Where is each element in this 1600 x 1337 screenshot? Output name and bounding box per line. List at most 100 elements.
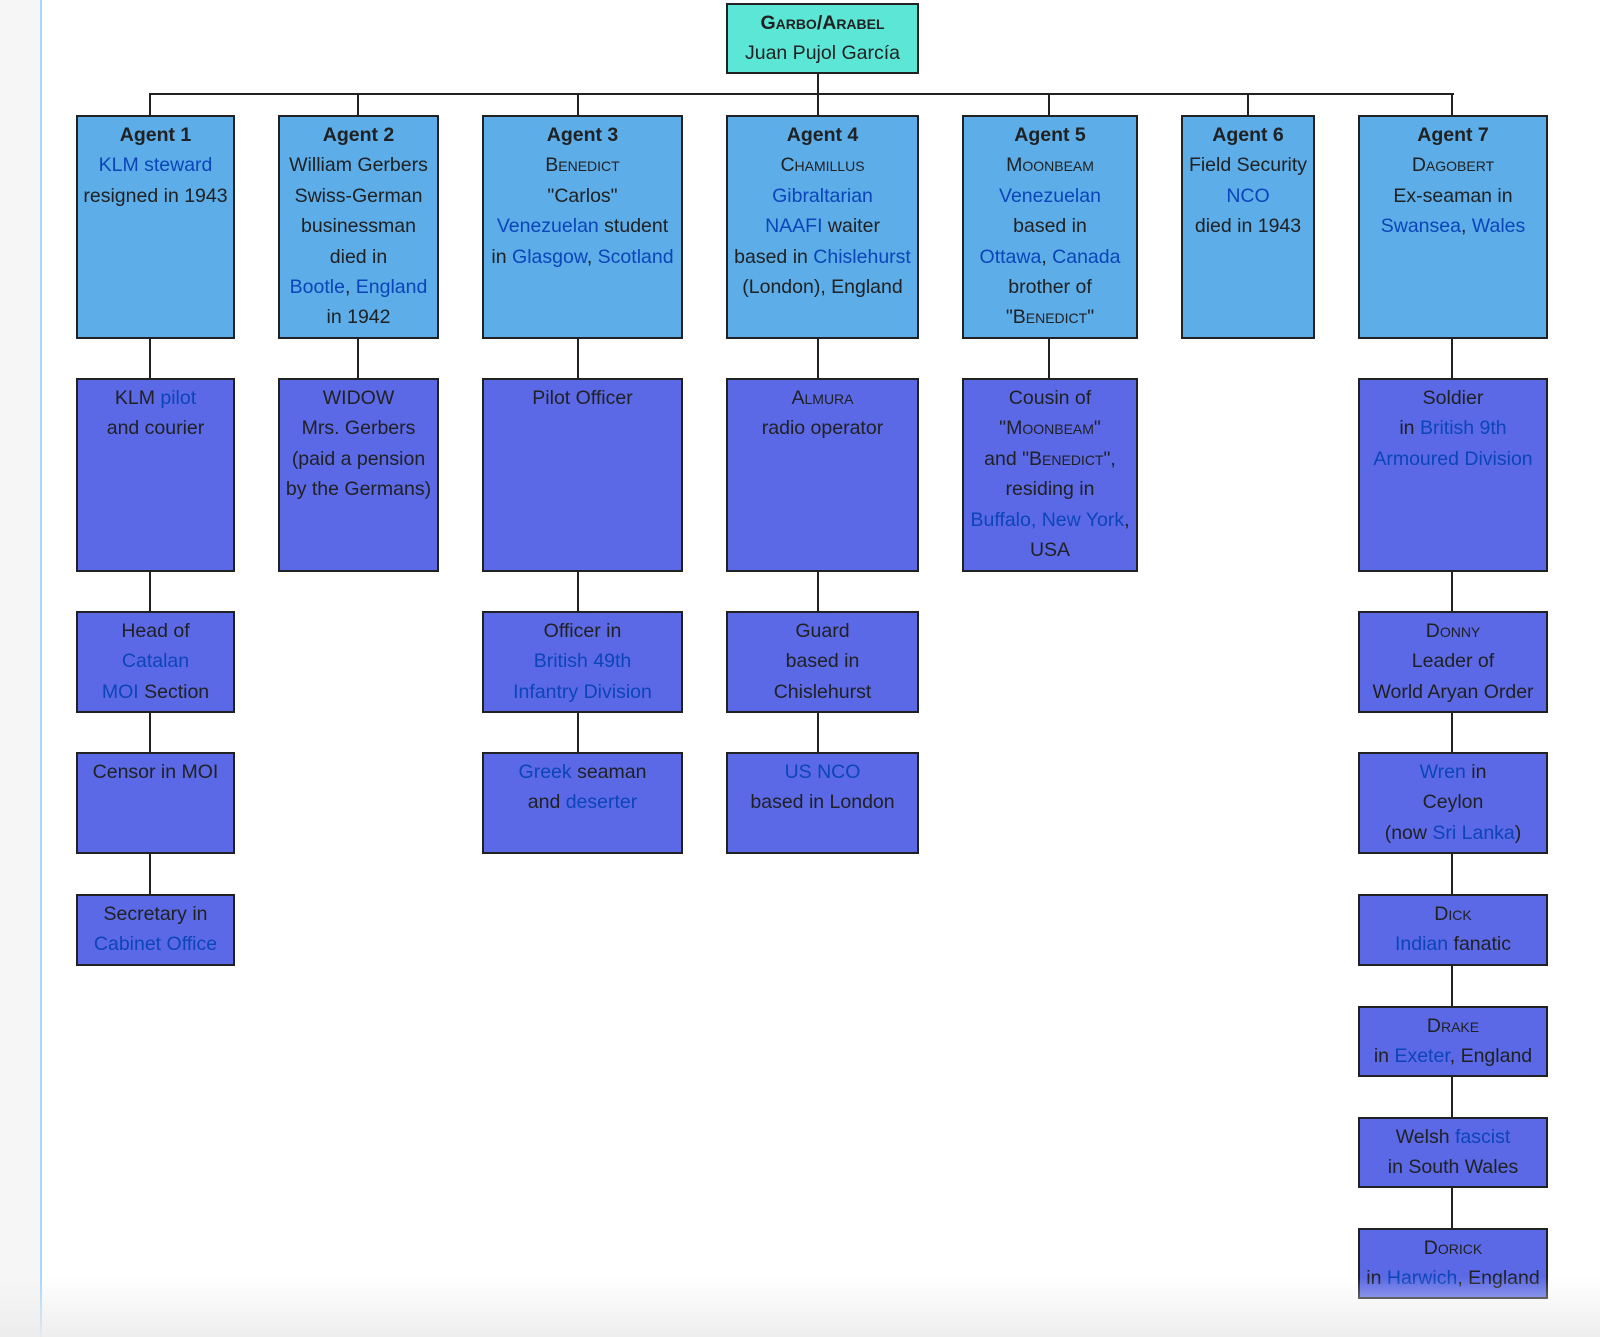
node-line: Drake	[1360, 1011, 1546, 1041]
wiki-link[interactable]: Cabinet Office	[93, 933, 218, 956]
wiki-link[interactable]: Venezuelan	[999, 184, 1101, 207]
node-text: Dick	[1434, 903, 1472, 925]
wiki-link[interactable]: Swansea	[1380, 215, 1461, 238]
wiki-link[interactable]: Catalan	[121, 650, 190, 673]
node-title: Agent 7	[1417, 124, 1489, 146]
node-line: MOI Section	[78, 677, 233, 707]
node-text: brother of	[1008, 276, 1092, 299]
node-text: Field Security	[1188, 154, 1308, 177]
wiki-link[interactable]: deserter	[565, 791, 638, 814]
node-line: Agent 5	[964, 120, 1136, 150]
wiki-link[interactable]: Armoured Division	[1373, 447, 1533, 470]
node-line: based in	[728, 646, 917, 676]
node-text: ,	[586, 245, 598, 268]
wiki-link[interactable]: British 9th	[1419, 417, 1507, 440]
node-line: Dick	[1360, 899, 1546, 929]
node-line: Catalan	[78, 646, 233, 676]
wiki-link[interactable]: Wren	[1419, 761, 1466, 783]
wiki-link[interactable]: Chislehurst	[813, 245, 911, 268]
node-line: Dorick	[1360, 1233, 1546, 1263]
node-text: (paid a pension	[291, 447, 426, 470]
wiki-link[interactable]: Indian	[1394, 933, 1449, 956]
node-title: Agent 1	[119, 124, 192, 146]
node-text: ,	[1460, 215, 1472, 238]
wiki-link[interactable]: Harwich	[1386, 1267, 1458, 1290]
wiki-link[interactable]: NAAFI	[765, 215, 823, 238]
node-text: Ceylon	[1422, 791, 1484, 814]
wiki-link[interactable]: Exeter	[1394, 1045, 1450, 1068]
node-line: William Gerbers	[280, 150, 437, 180]
node-text: Dagobert	[1411, 154, 1495, 177]
node-line: Agent 3	[484, 120, 681, 150]
node-line: Benedict	[484, 150, 681, 180]
wiki-link[interactable]: England	[355, 276, 428, 299]
node-text: in	[1399, 417, 1420, 440]
org-node-a1c4: Secretary in Cabinet Office	[76, 894, 235, 966]
wiki-link[interactable]: Buffalo, New York	[970, 508, 1125, 531]
node-line: "Carlos"	[484, 181, 681, 211]
wiki-link[interactable]: Glasgow	[512, 245, 587, 268]
wiki-link[interactable]: NCO	[1226, 184, 1270, 207]
node-text: seaman	[571, 761, 647, 783]
node-line: Cousin of	[964, 383, 1136, 413]
node-line: Censor in MOI	[78, 757, 233, 787]
node-text: Welsh	[1395, 1126, 1455, 1148]
wiki-link[interactable]: pilot	[160, 387, 197, 409]
wiki-link[interactable]: British 49th	[533, 650, 632, 673]
node-text: and	[527, 791, 566, 814]
org-node-a5c1: Cousin of"Moonbeam"and "Benedict",residi…	[962, 378, 1138, 572]
wiki-link[interactable]: Sri Lanka	[1432, 821, 1515, 844]
wiki-link[interactable]: Greek	[518, 761, 572, 783]
node-line: Secretary in	[78, 899, 233, 929]
node-line: Welsh fascist	[1360, 1122, 1546, 1152]
wiki-link[interactable]: Venezuelan	[496, 215, 599, 238]
node-text: William Gerbers	[289, 154, 428, 177]
node-text: )	[1514, 821, 1522, 844]
wiki-link[interactable]: Scotland	[597, 245, 674, 268]
node-line: KLM steward	[78, 150, 233, 180]
wiki-link[interactable]: Infantry Division	[513, 680, 652, 703]
node-text: Chislehurst	[773, 680, 872, 703]
wiki-link[interactable]: Bootle	[289, 276, 345, 299]
wiki-link[interactable]: MOI	[101, 680, 139, 703]
wiki-link[interactable]: Canada	[1052, 245, 1121, 268]
node-line: (London), England	[728, 272, 917, 302]
wiki-link[interactable]: Ottawa	[979, 245, 1042, 268]
node-line: Gibraltarian	[728, 181, 917, 211]
node-line: Swiss-German	[280, 181, 437, 211]
node-text: based in	[734, 245, 814, 268]
node-line: and deserter	[484, 787, 681, 817]
node-text: and	[984, 447, 1023, 470]
node-line: and "Benedict",	[964, 444, 1136, 474]
node-line: Cabinet Office	[78, 929, 233, 959]
node-text: Secretary in	[103, 903, 208, 925]
node-text: Officer in	[543, 620, 622, 642]
node-line: Agent 6	[1183, 120, 1313, 150]
node-text: Pilot Officer	[532, 387, 633, 409]
node-line: Head of	[78, 616, 233, 646]
node-line: Bootle, England	[280, 272, 437, 302]
node-text: in	[1366, 1267, 1387, 1290]
connector-horizontal	[149, 93, 1454, 95]
node-line: Greek seaman	[484, 757, 681, 787]
node-line: Agent 7	[1360, 120, 1546, 150]
wiki-link[interactable]: Gibraltarian	[772, 184, 873, 207]
node-line: radio operator	[728, 413, 917, 443]
node-line: Moonbeam	[964, 150, 1136, 180]
wiki-link[interactable]: Wales	[1471, 215, 1526, 238]
wiki-link[interactable]: fascist	[1454, 1126, 1511, 1148]
node-text: Benedict	[545, 154, 620, 177]
node-text: Mrs. Gerbers	[301, 417, 416, 440]
wiki-link[interactable]: US NCO	[784, 761, 861, 783]
node-line: USA	[964, 535, 1136, 565]
wiki-link[interactable]: KLM steward	[98, 154, 213, 177]
